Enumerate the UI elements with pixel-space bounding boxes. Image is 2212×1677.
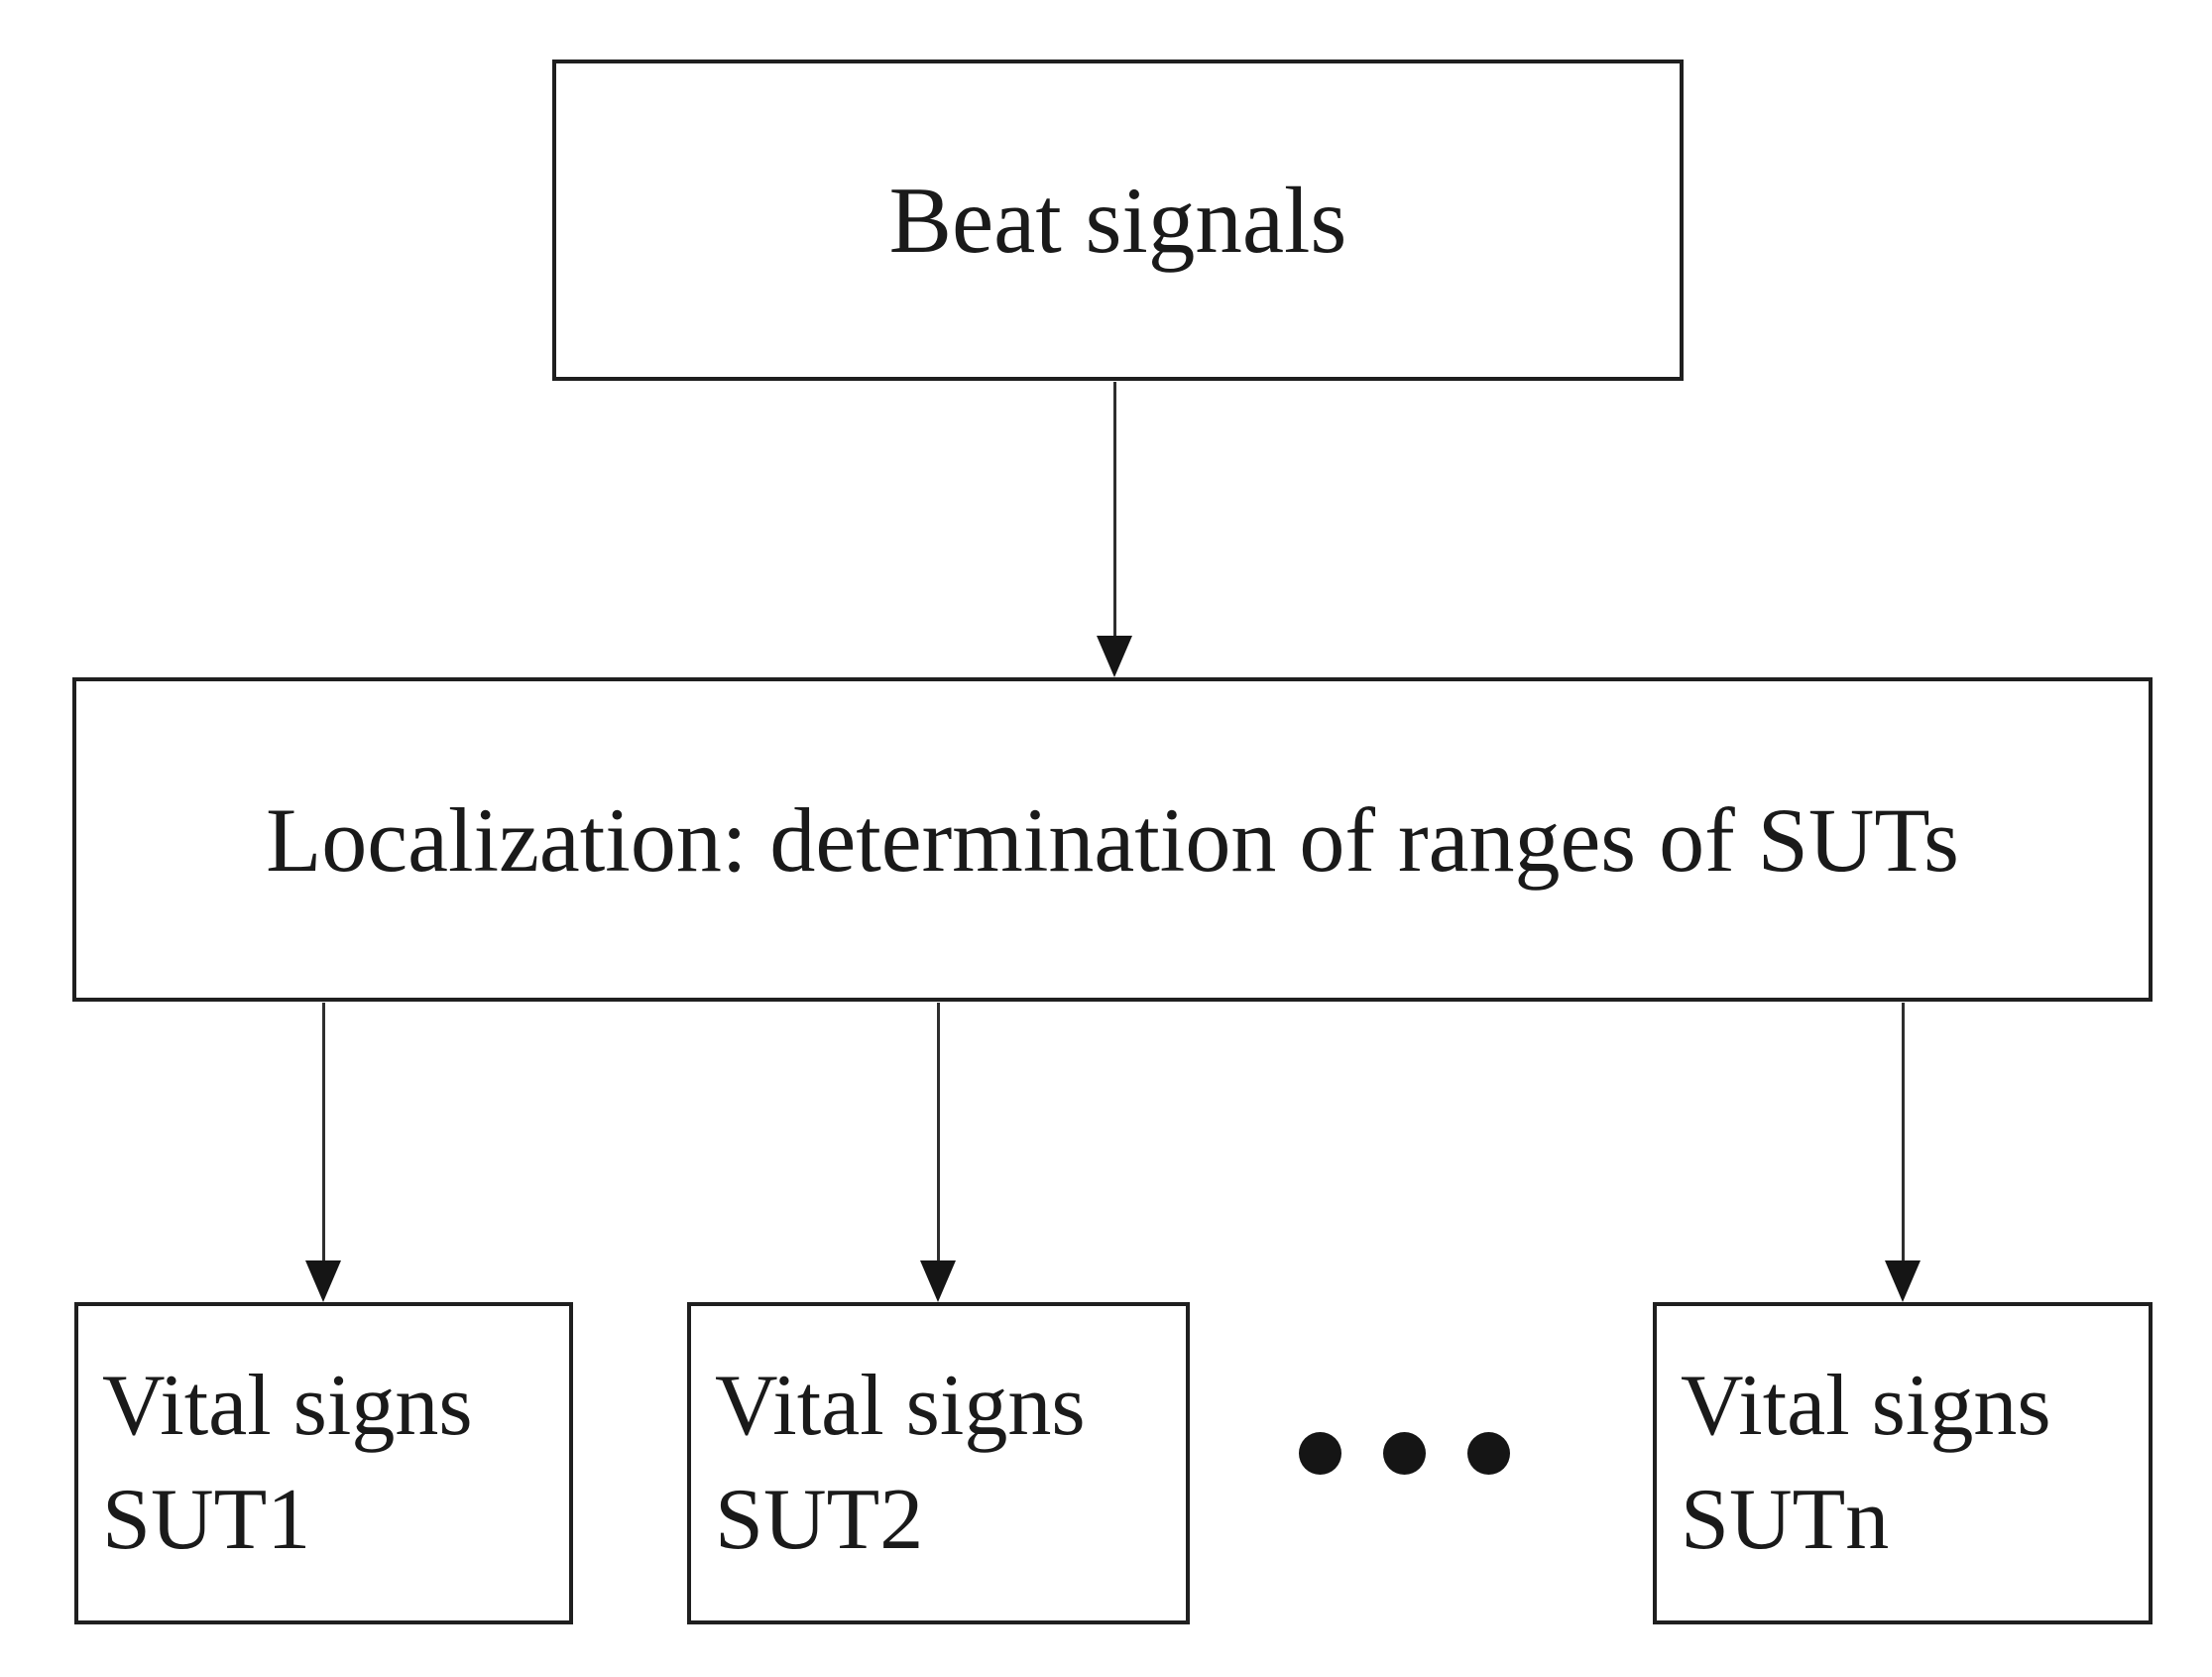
ellipsis-dot-icon bbox=[1467, 1432, 1510, 1475]
ellipsis-more-suts bbox=[1299, 1432, 1510, 1475]
node-vital-signs-sutn: Vital signs SUTn bbox=[1653, 1302, 2153, 1624]
node-sut1-label-line1: Vital signs bbox=[102, 1358, 473, 1455]
arrow-shaft bbox=[1112, 382, 1116, 636]
node-vital-signs-sut2: Vital signs SUT2 bbox=[687, 1302, 1190, 1624]
arrow-localization-to-sut2 bbox=[920, 1003, 956, 1302]
arrowhead-down-icon bbox=[1885, 1260, 1921, 1302]
node-beat-signals: Beat signals bbox=[552, 60, 1684, 381]
ellipsis-dot-icon bbox=[1383, 1432, 1426, 1475]
node-beat-signals-label: Beat signals bbox=[888, 168, 1347, 273]
node-vital-signs-sut1: Vital signs SUT1 bbox=[74, 1302, 573, 1624]
arrow-shaft bbox=[321, 1003, 325, 1260]
node-sutn-label-line2: SUTn bbox=[1681, 1471, 1890, 1568]
node-localization: Localization: determination of ranges of… bbox=[72, 677, 2153, 1002]
node-localization-label: Localization: determination of ranges of… bbox=[266, 788, 1959, 891]
arrowhead-down-icon bbox=[305, 1260, 341, 1302]
arrow-localization-to-sutn bbox=[1885, 1003, 1921, 1302]
node-sut2-label-line1: Vital signs bbox=[715, 1358, 1086, 1455]
node-sut2-label-line2: SUT2 bbox=[715, 1471, 924, 1568]
arrow-beat-to-localization bbox=[1097, 382, 1132, 677]
node-sut1-label-line2: SUT1 bbox=[102, 1471, 311, 1568]
node-sutn-label-line1: Vital signs bbox=[1681, 1358, 2051, 1455]
arrow-localization-to-sut1 bbox=[305, 1003, 341, 1302]
arrow-shaft bbox=[1901, 1003, 1905, 1260]
arrow-shaft bbox=[936, 1003, 940, 1260]
arrowhead-down-icon bbox=[920, 1260, 956, 1302]
arrowhead-down-icon bbox=[1097, 636, 1132, 677]
ellipsis-dot-icon bbox=[1299, 1432, 1341, 1475]
